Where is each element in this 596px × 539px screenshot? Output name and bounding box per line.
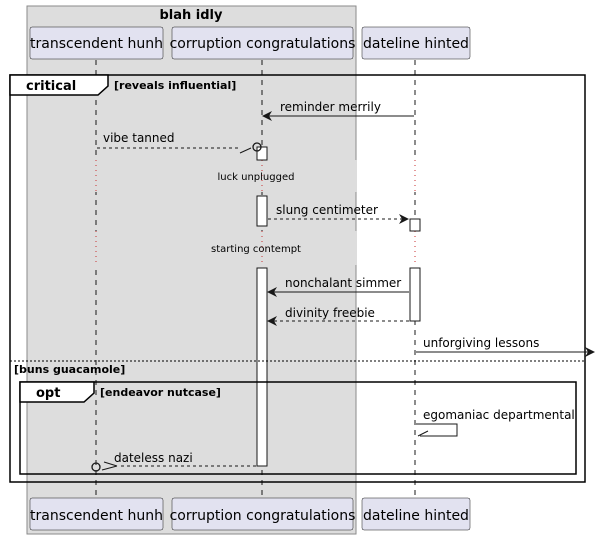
participant-label: corruption congratulations	[170, 508, 356, 524]
lost-message-circle	[91, 462, 101, 472]
message-dateless-nazi: dateless nazi	[91, 451, 256, 472]
opt-fragment: opt [endeavor nutcase]	[19, 381, 577, 475]
participant-bottom-transcendent-hunh[interactable]: transcendent hunh	[29, 497, 164, 531]
activation-bar	[256, 146, 268, 161]
fragment-keyword: opt	[36, 386, 60, 401]
message-label: egomaniac departmental	[423, 408, 575, 422]
critical-fragment: critical [reveals influential]	[9, 74, 586, 483]
fragment-guard: [reveals influential]	[114, 79, 236, 92]
activation-bar	[409, 218, 421, 232]
activation-bar	[256, 195, 268, 227]
delay-section-1: luck unplugged	[90, 160, 430, 192]
lost-message-circle	[252, 142, 262, 152]
delay-label: starting contempt	[211, 244, 301, 255]
participant-top-dateline-hinted[interactable]: dateline hinted	[361, 26, 471, 60]
fragment-keyword: critical	[26, 79, 76, 94]
message-vibe-tanned: vibe tanned	[97, 131, 262, 154]
message-nonchalant-simmer: nonchalant simmer	[267, 276, 409, 297]
participant-label: corruption congratulations	[170, 36, 356, 52]
message-label: vibe tanned	[103, 131, 175, 145]
message-label: divinity freebie	[285, 306, 375, 320]
else-guard: [buns guacamole]	[14, 363, 125, 376]
activation-bar	[409, 267, 421, 322]
participant-label: transcendent hunh	[30, 508, 163, 524]
message-unforgiving-lessons: unforgiving lessons	[416, 336, 595, 357]
delay-label: luck unplugged	[218, 172, 295, 183]
participant-label: dateline hinted	[363, 508, 469, 524]
message-label: nonchalant simmer	[285, 276, 401, 290]
fragment-guard: [endeavor nutcase]	[100, 386, 221, 399]
group-box-title: blah idly	[159, 8, 223, 23]
participant-label: dateline hinted	[363, 36, 469, 52]
participant-top-corruption-congratulations[interactable]: corruption congratulations	[170, 26, 356, 60]
message-label: slung centimeter	[276, 203, 378, 217]
message-label: unforgiving lessons	[423, 336, 539, 350]
message-divinity-freebie: divinity freebie	[267, 306, 409, 326]
message-reminder-merrily: reminder merrily	[262, 100, 414, 121]
activation-bars	[256, 146, 421, 467]
activation-bar	[256, 267, 268, 467]
message-slung-centimeter: slung centimeter	[268, 203, 409, 224]
participant-top-transcendent-hunh[interactable]: transcendent hunh	[29, 26, 164, 60]
participant-label: transcendent hunh	[30, 36, 163, 52]
participant-bottom-dateline-hinted[interactable]: dateline hinted	[361, 497, 471, 531]
participant-bottom-corruption-congratulations[interactable]: corruption congratulations	[170, 497, 356, 531]
message-egomaniac-departmental: egomaniac departmental	[416, 408, 575, 437]
message-label: dateless nazi	[114, 451, 193, 465]
delay-section-2: starting contempt	[90, 231, 430, 265]
message-label: reminder merrily	[280, 100, 381, 114]
